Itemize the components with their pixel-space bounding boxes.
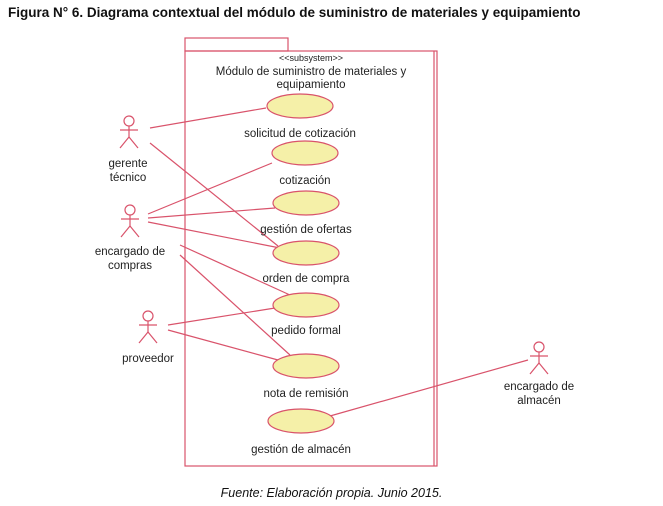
use-case-label: solicitud de cotización [244, 128, 356, 140]
association [167, 307, 276, 326]
use-case-label: nota de remisión [263, 388, 348, 400]
use-case-ellipse [272, 190, 340, 216]
use-case-ellipse [272, 240, 340, 266]
use-case-label: orden de compra [263, 273, 351, 285]
use-case-ellipse [266, 93, 334, 119]
use-case-label: gestión de ofertas [260, 224, 352, 236]
use-case-ellipse [271, 140, 339, 166]
use-case-ellipse [272, 353, 340, 379]
actor-compras-icon [120, 204, 140, 238]
subsystem-box [184, 50, 438, 467]
subsystem-name: Módulo de suministro de materiales y [216, 66, 407, 78]
actor-label: encargado de [95, 246, 165, 258]
association [329, 359, 529, 417]
association [179, 254, 291, 356]
use-case-ellipse [272, 292, 340, 318]
actor-label: proveedor [122, 353, 174, 365]
actor-label: gerente [108, 158, 147, 170]
actor-label: encargado de [504, 381, 574, 393]
figure-source: Fuente: Elaboración propia. Junio 2015. [220, 486, 443, 500]
association [147, 221, 281, 249]
actor-label: técnico [110, 172, 146, 184]
actor-label: compras [108, 260, 152, 272]
association [147, 162, 273, 215]
association [167, 329, 279, 361]
use-case-ellipse [267, 408, 335, 434]
actor-label: almacén [517, 395, 560, 407]
association [147, 207, 276, 219]
actor-almacen-icon [529, 341, 549, 375]
subsystem-name-2: equipamiento [276, 79, 345, 91]
subsystem-tab [184, 37, 289, 52]
association [149, 107, 267, 129]
stereotype: <<subsystem>> [279, 53, 343, 63]
actor-gerente-icon [119, 115, 139, 149]
association [149, 142, 279, 247]
figure-title: Figura N° 6. Diagrama contextual del mód… [8, 5, 581, 20]
use-case-label: pedido formal [271, 325, 341, 337]
actor-proveedor-icon [138, 310, 158, 344]
association [179, 244, 291, 296]
use-case-label: cotización [279, 175, 330, 187]
use-case-label: gestión de almacén [251, 444, 351, 456]
